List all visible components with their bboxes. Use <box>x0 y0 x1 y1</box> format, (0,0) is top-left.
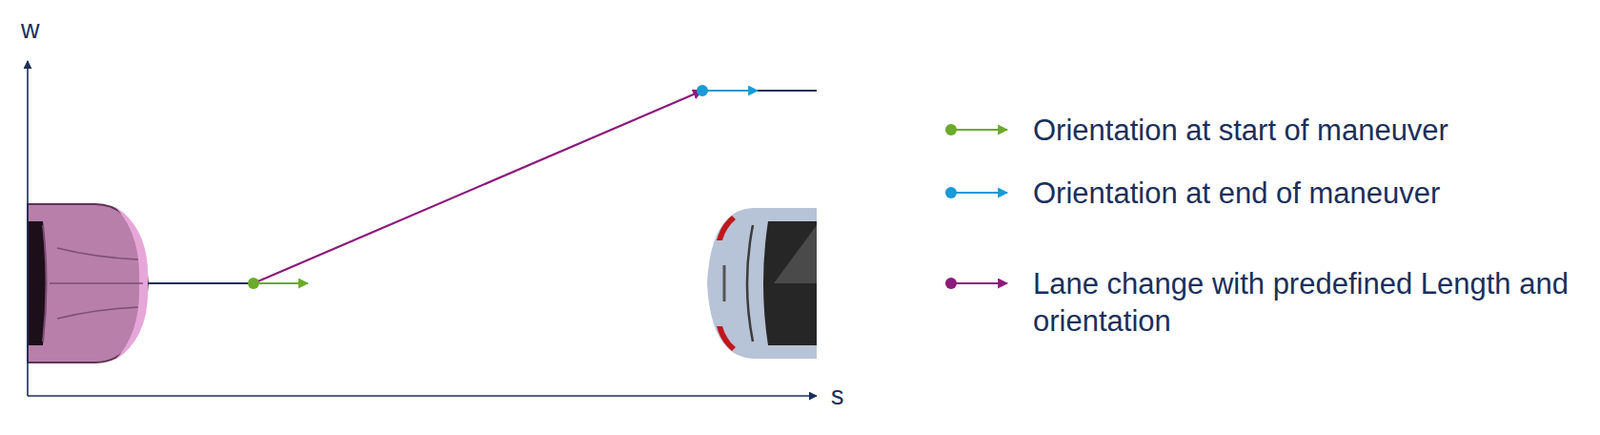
legend-text: Lane change with predefined Length and o… <box>1032 264 1586 340</box>
legend-sample <box>945 186 957 199</box>
axis-label: w <box>20 15 41 45</box>
end-orientation-arrow <box>702 89 758 92</box>
legend-sample <box>945 277 957 289</box>
end-dot <box>696 84 709 97</box>
legend-sample <box>951 128 1008 131</box>
lane-line <box>147 282 254 284</box>
start-orientation-arrow <box>253 282 308 284</box>
legend-text: Orientation at end of maneuver <box>1032 174 1586 212</box>
start-dot <box>247 277 260 289</box>
legend-sample <box>951 191 1008 194</box>
lane-line <box>702 89 817 92</box>
legend-sample <box>951 282 1008 284</box>
lane-change-path <box>253 90 703 284</box>
ego-car <box>27 203 148 363</box>
w-axis <box>26 60 29 396</box>
axis-label: s <box>830 381 845 411</box>
other-car <box>707 207 817 359</box>
legend-text: Orientation at start of maneuver <box>1032 111 1586 149</box>
legend-sample <box>945 123 957 136</box>
s-axis <box>27 394 817 397</box>
